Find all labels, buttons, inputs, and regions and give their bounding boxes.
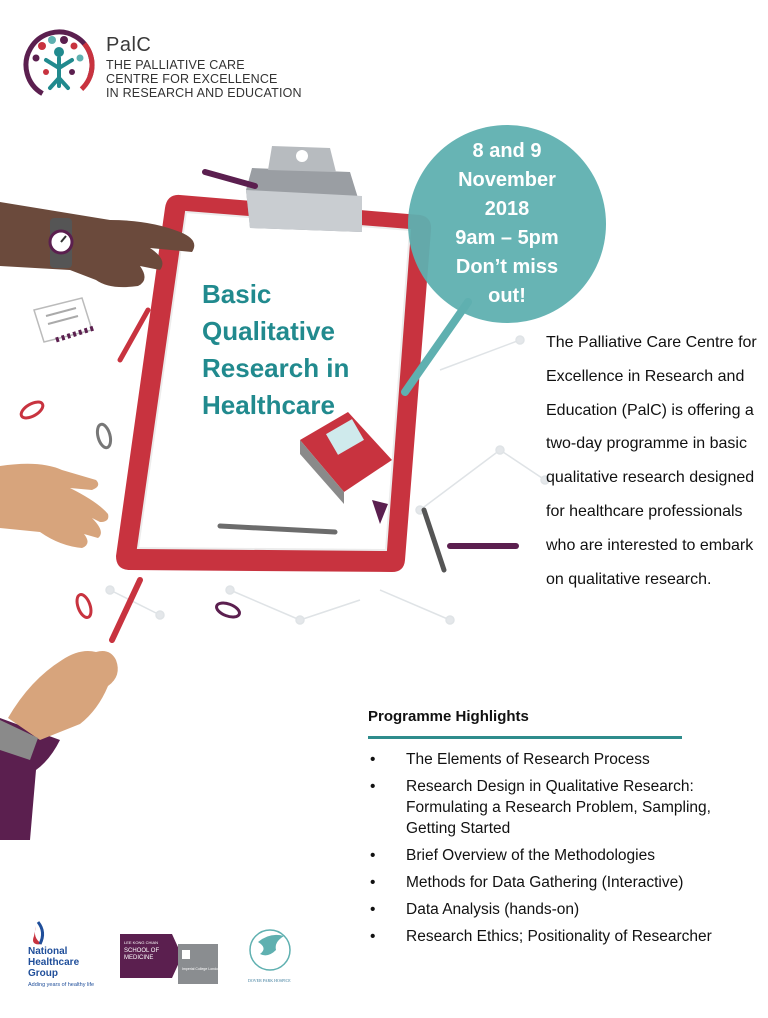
list-item: • The Elements of Research Process: [368, 749, 748, 770]
open-hand-icon: [0, 463, 109, 548]
list-item: • Brief Overview of the Methodologies: [368, 845, 748, 866]
date-bubble-line: 2018: [484, 198, 530, 220]
highlight-text: Data Analysis (hands-on): [406, 901, 580, 918]
course-title: Basic Qualitative Research in Healthcare: [202, 276, 402, 424]
list-item: • Data Analysis (hands-on): [368, 899, 748, 920]
date-bubble-line: November: [458, 169, 556, 191]
intro-paragraph: The Palliative Care Centre for Excellenc…: [546, 334, 757, 588]
hand-with-watch-icon: [0, 202, 195, 288]
course-title-line: Research in: [202, 353, 350, 383]
pencils-icon: [109, 169, 519, 643]
network-background-icon: [105, 335, 550, 625]
highlight-text: Research Ethics; Positionality of Resear…: [406, 928, 712, 945]
nhg-tagline: Adding years of healthy life: [28, 982, 94, 988]
palc-logo-mark-icon: [23, 29, 95, 101]
date-bubble-line: Don’t miss: [455, 256, 559, 278]
nhg-line2: Healthcare: [28, 957, 80, 968]
partner-logos: National Healthcare Group Adding years o…: [28, 921, 291, 988]
list-item: • Research Ethics; Positionality of Resea…: [368, 926, 748, 947]
date-bubble: 8 and 9 November 2018 9am – 5pm Don’t mi…: [408, 125, 606, 323]
lkc-imperial: Imperial College London: [182, 967, 220, 971]
lkc-medicine-logo-icon: LEE KONG CHIAN SCHOOL OF MEDICINE Imperi…: [120, 934, 220, 984]
list-item: • Methods for Data Gathering (Interactive…: [368, 872, 748, 893]
highlight-text: The Elements of Research Process: [406, 751, 650, 768]
date-bubble-line: 9am – 5pm: [455, 227, 559, 249]
palc-logo: PalC THE PALLIATIVE CARE CENTRE FOR EXCE…: [22, 28, 302, 104]
logo-subtitle-line: THE PALLIATIVE CARE: [106, 58, 245, 72]
logo-subtitle: THE PALLIATIVE CARE CENTRE FOR EXCELLENC…: [106, 58, 302, 100]
bullet: •: [370, 751, 376, 768]
hand-with-sleeve-icon: [0, 651, 118, 840]
highlight-text: Brief Overview of the Methodologies: [406, 847, 655, 864]
nhg-line3: Group: [28, 968, 58, 979]
logo-subtitle-line: CENTRE FOR EXCELLENCE: [106, 72, 278, 86]
logo-name: PalC: [106, 34, 152, 56]
highlights-title: Programme Highlights: [368, 708, 529, 725]
date-bubble-line: out!: [488, 285, 526, 307]
highlight-text: Research Design in Qualitative Research:…: [406, 778, 711, 837]
bullet: •: [370, 778, 376, 795]
clipboard-illustration: [0, 146, 550, 840]
clipboard-icon: [116, 146, 432, 572]
course-title-line: Healthcare: [202, 390, 335, 420]
dover-park-hospice-logo-icon: DOVER PARK HOSPICE: [248, 929, 291, 983]
highlights-list: • The Elements of Research Process • Resea…: [368, 749, 748, 947]
paperclips-icon: [19, 400, 241, 619]
programme-highlights: Programme Highlights • The Elements of Re…: [368, 708, 748, 953]
course-title-line: Qualitative: [202, 316, 335, 346]
nhg-line1: National: [28, 946, 68, 957]
bullet: •: [370, 847, 376, 864]
lkc-line1: LEE KONG CHIAN: [124, 940, 158, 945]
lkc-line2: SCHOOL OF: [124, 948, 159, 954]
lkc-line3: MEDICINE: [124, 955, 153, 961]
course-title-line: Basic: [202, 279, 272, 309]
date-bubble-line: 8 and 9: [472, 140, 542, 162]
logo-subtitle-line: IN RESEARCH AND EDUCATION: [106, 86, 302, 100]
list-item: • Research Design in Qualitative Research…: [368, 776, 748, 839]
bullet: •: [370, 874, 376, 891]
highlights-divider: [368, 736, 682, 739]
highlight-text: Methods for Data Gathering (Interactive): [406, 874, 684, 891]
bullet: •: [370, 901, 376, 918]
notepad-icon: [33, 297, 95, 343]
nhg-logo-icon: National Healthcare Group Adding years o…: [28, 921, 94, 988]
bullet: •: [370, 928, 376, 945]
dover-label: DOVER PARK HOSPICE: [248, 978, 291, 983]
